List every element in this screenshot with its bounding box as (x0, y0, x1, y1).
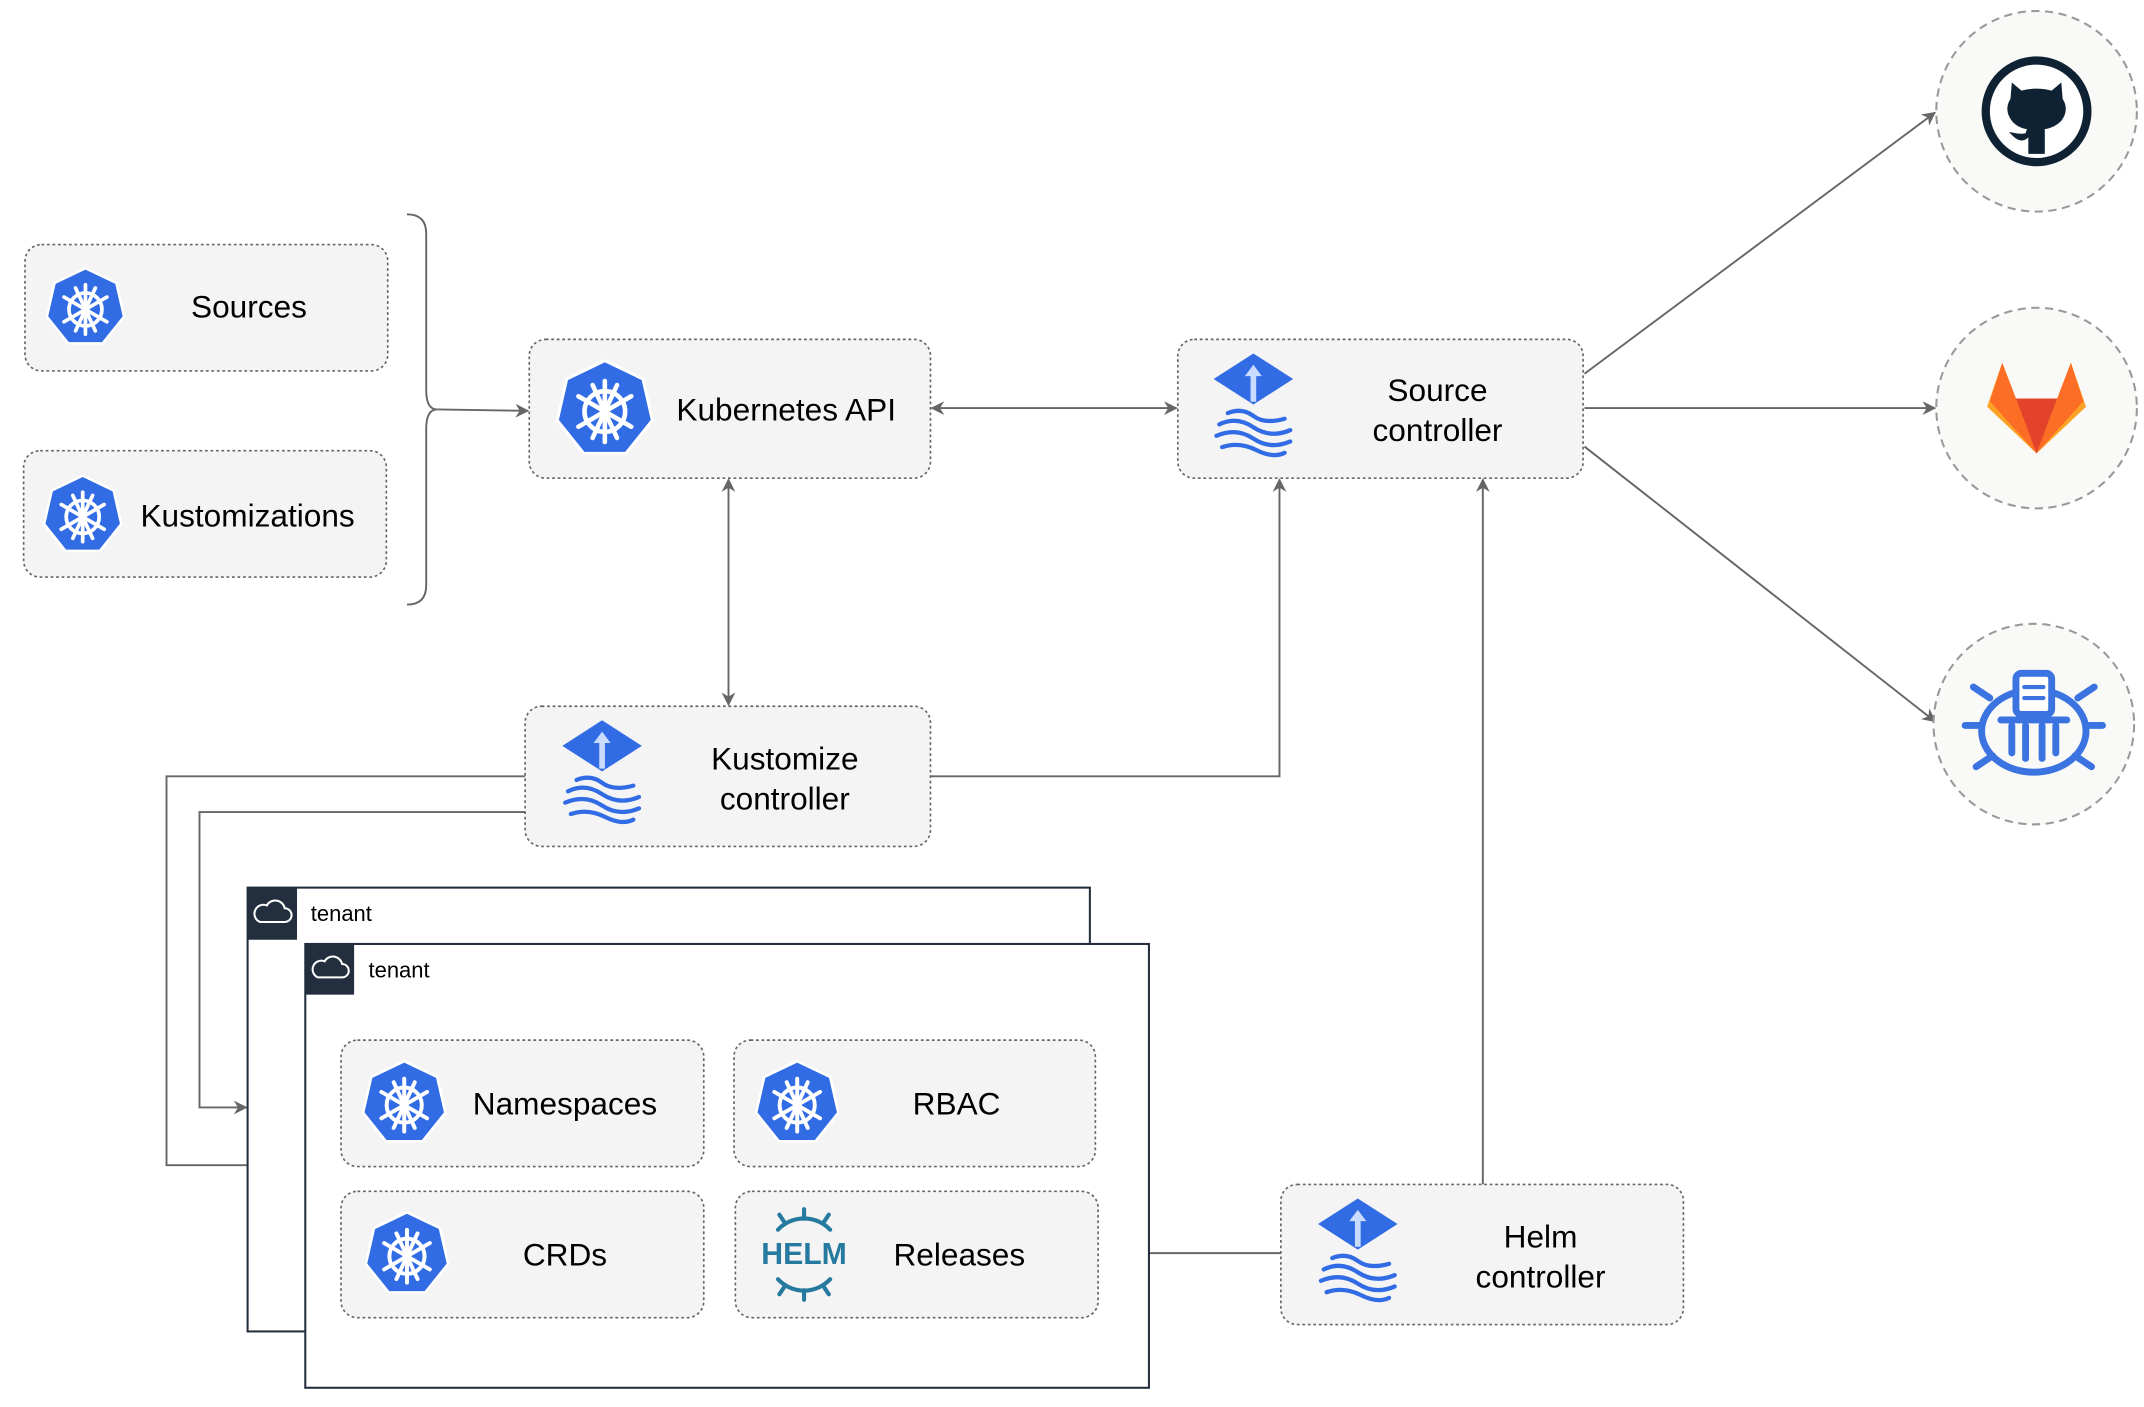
node-releases[interactable]: HELM Releases (734, 1190, 1099, 1319)
node-helm-controller[interactable]: Helm controller (1280, 1183, 1685, 1326)
edge-kustomize-to-tenant-back (198, 811, 526, 1115)
node-label: controller (1476, 1258, 1606, 1294)
node-label: Releases (893, 1236, 1025, 1272)
bucket-icon (1961, 669, 2106, 776)
helm-logo-text: HELM (761, 1238, 847, 1271)
node-label: Source (1387, 372, 1487, 408)
gitlab-icon (1987, 362, 2087, 454)
node-kubernetes-api[interactable]: Kubernetes API (528, 338, 932, 479)
gitlab-source[interactable] (1935, 306, 2138, 510)
cloud-icon (247, 887, 298, 940)
node-label: Kustomize (711, 740, 858, 776)
edge-kustomize-to-source-controller (930, 478, 1287, 778)
bucket-source[interactable] (1932, 622, 2136, 826)
node-label: RBAC (913, 1085, 1001, 1121)
edge-source-to-bucket (1583, 445, 1936, 723)
node-label: controller (720, 780, 850, 816)
edge-source-to-github (1583, 111, 1936, 375)
helm-icon: HELM (761, 1207, 847, 1302)
github-icon (1981, 56, 2092, 167)
grouping-brace (406, 213, 438, 606)
node-kustomizations[interactable]: Kustomizations (22, 449, 388, 578)
edge-crds-to-kubernetes-api (437, 403, 530, 418)
tenant-label: tenant (311, 901, 372, 926)
tenant-label: tenant (369, 958, 430, 983)
cloud-icon (305, 943, 355, 995)
node-kustomize-controller[interactable]: Kustomize controller (524, 705, 932, 848)
node-namespaces[interactable]: Namespaces (340, 1039, 705, 1168)
node-source-controller[interactable]: Source controller (1176, 338, 1584, 479)
node-label: controller (1373, 412, 1503, 448)
github-source[interactable] (1935, 9, 2138, 213)
node-label: Kubernetes API (676, 391, 896, 427)
node-crds[interactable]: CRDs (340, 1190, 705, 1319)
node-label: Helm (1504, 1219, 1578, 1255)
node-label: Namespaces (473, 1085, 657, 1121)
node-label: CRDs (523, 1236, 607, 1272)
node-sources[interactable]: Sources (24, 243, 389, 372)
node-rbac[interactable]: RBAC (733, 1039, 1097, 1168)
node-label: Sources (191, 288, 307, 324)
node-label: Kustomizations (140, 497, 354, 533)
edge-kustomize-to-tenant-front (165, 775, 526, 1173)
